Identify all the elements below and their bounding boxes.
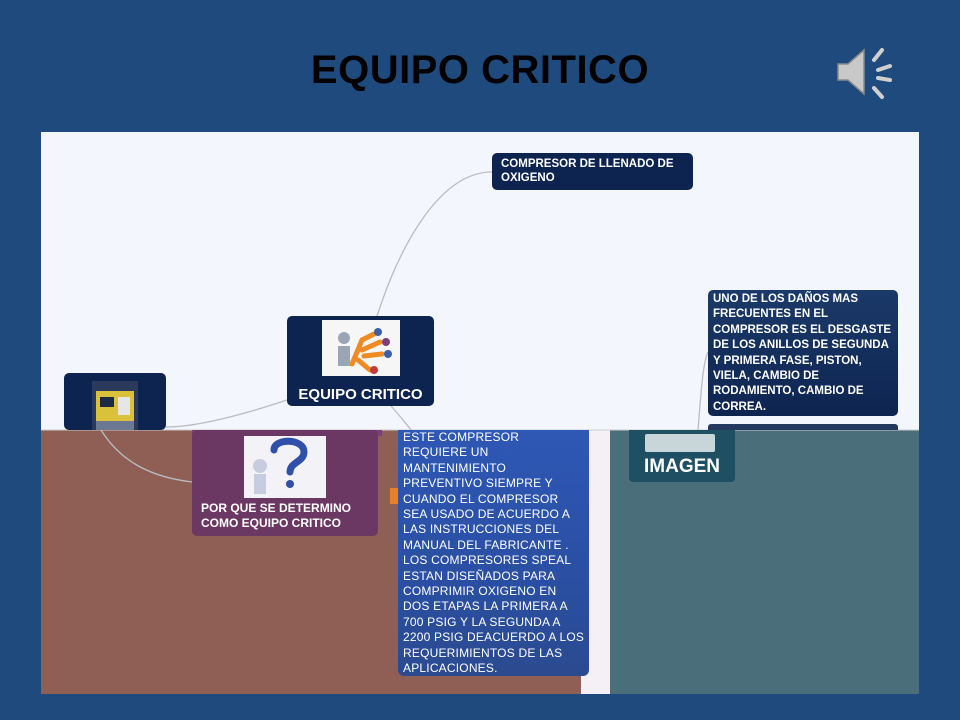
node-danos-frecuentes[interactable]: UNO DE LOS DAÑOS MAS FRECUENTES EN EL CO… <box>708 290 898 416</box>
compressor-photo-icon <box>92 381 138 430</box>
connector-marker <box>390 488 398 504</box>
node-compressor-photo[interactable] <box>64 373 166 430</box>
slide-title: EQUIPO CRITICO <box>310 48 650 92</box>
node-compresor-oxigeno[interactable]: COMPRESOR DE LLENADO DE OXIGENO <box>492 153 693 190</box>
node-damage-label: UNO DE LOS DAÑOS MAS FRECUENTES EN EL CO… <box>713 293 892 413</box>
node-por-que-equipo-critico[interactable]: POR QUE SE DETERMINO COMO EQUIPO CRITICO <box>192 430 378 536</box>
node-descripcion-mantenimiento[interactable]: ESTE COMPRESOR REQUIERE UN MANTENIMIENTO… <box>398 430 589 676</box>
node-equipo-critico[interactable]: EQUIPO CRITICO <box>287 316 434 406</box>
mindmap-canvas[interactable]: COMPRESOR DE LLENADO DE OXIGENO EQUIPO C… <box>41 132 919 694</box>
team-network-icon <box>321 320 400 376</box>
node-porque-label: POR QUE SE DETERMINO COMO EQUIPO CRITICO <box>201 501 352 530</box>
speaker-icon[interactable] <box>834 42 898 102</box>
node-damage-tail <box>708 424 898 430</box>
node-description-label: ESTE COMPRESOR REQUIERE UN MANTENIMIENTO… <box>403 430 585 676</box>
question-mark-figure-icon <box>244 436 326 498</box>
node-imagen[interactable]: IMAGEN <box>629 430 735 482</box>
compressor-image-thumbnail-icon <box>645 434 715 452</box>
node-compresor-label: COMPRESOR DE LLENADO DE OXIGENO <box>501 158 674 184</box>
node-imagen-label: IMAGEN <box>644 456 720 477</box>
node-center-label: EQUIPO CRITICO <box>298 386 423 403</box>
